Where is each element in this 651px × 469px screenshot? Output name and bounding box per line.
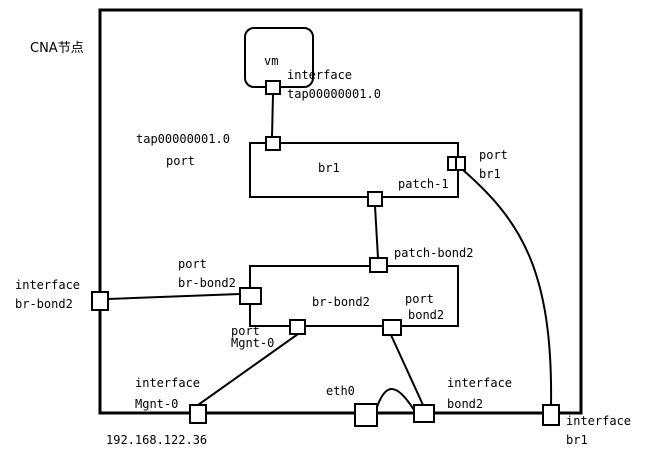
iface-bond2-label-1: interface [447,376,513,390]
port-mgnt-label-2: Mgnt-0 [231,336,275,350]
br1-port-label-2: br1 [479,167,501,181]
patch-bond2-label: patch-bond2 [394,246,474,260]
port-br-bond2 [239,287,262,305]
link-br-bond2-iface [107,293,241,300]
link-bond2 [390,334,424,406]
vm-interface-label-1: interface [287,68,353,82]
vm-interface-port [265,80,281,95]
link-br1-uplink [462,169,553,406]
cna-node-box [98,8,583,415]
iface-br1-label-1: interface [566,414,632,428]
tap-port-label-2: port [166,154,195,168]
iface-br1-label-2: br1 [566,433,588,447]
link-mgnt [197,333,299,406]
link-eth0-bond2 [376,388,415,411]
tap-port-label-1: tap00000001.0 [136,132,230,146]
patch-1-port [367,191,383,207]
iface-mgnt-label-1: interface [135,376,201,390]
iface-br1-port [542,404,560,426]
eth0-label: eth0 [326,384,355,398]
br1-label: br1 [318,161,340,175]
vm-label: vm [264,54,279,68]
link-patch [374,205,379,259]
link-vm-tap [271,93,274,138]
iface-bond2-port [413,404,435,423]
tap-port [265,136,281,151]
port-bond2-label-1: port [405,292,434,306]
iface-mgnt-label-2: Mgnt-0 [135,397,179,411]
br-bond2-label: br-bond2 [312,295,370,309]
port-mgnt-label-1: port [231,324,260,338]
port-mgnt [289,319,306,335]
iface-br-bond2-label-1: interface [15,278,81,292]
vm-interface-label-2: tap00000001.0 [287,87,381,101]
port-bond2-label-2: bond2 [408,308,445,322]
iface-br-bond2-port [91,291,109,311]
patch-1-label: patch-1 [398,177,449,191]
eth0-port [354,403,378,427]
patch-bond2-port [369,257,388,273]
mgnt-ip-label: 192.168.122.36 [106,433,208,447]
port-bond2 [382,319,402,336]
port-br-bond2-label-2: br-bond2 [178,276,236,290]
node-label: CNA节点 [30,41,84,56]
iface-mgnt-port [189,404,207,424]
iface-br-bond2-label-2: br-bond2 [15,297,73,311]
port-br-bond2-label-1: port [178,257,207,271]
br1-port-label-1: port [479,148,508,162]
iface-bond2-label-2: bond2 [447,397,484,411]
